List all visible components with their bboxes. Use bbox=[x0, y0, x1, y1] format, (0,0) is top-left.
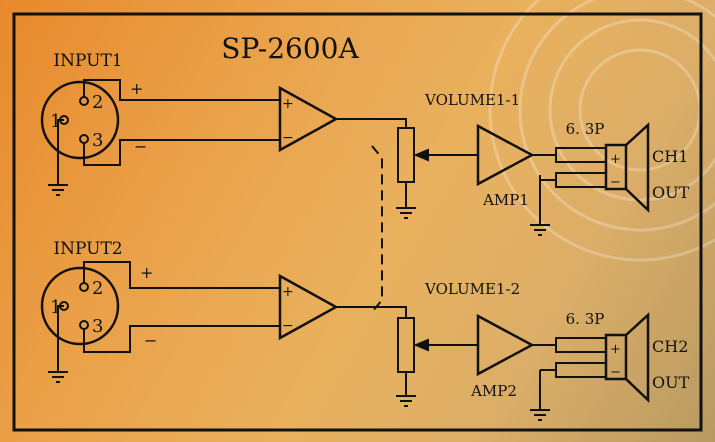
ground-wire-2 bbox=[57, 305, 64, 372]
volume-ground-2 bbox=[396, 395, 416, 407]
xlr-connector-1 bbox=[40, 80, 120, 160]
ground-wire-1 bbox=[57, 119, 64, 185]
volume-resistor-2 bbox=[397, 317, 415, 373]
input1-label: INPUT1 bbox=[53, 51, 122, 71]
speaker-cone-1 bbox=[625, 122, 650, 213]
opamp1-minus: − bbox=[282, 130, 294, 146]
opamp1-plus: + bbox=[282, 96, 294, 112]
jack-minus-1 bbox=[555, 172, 607, 188]
speaker1-minus: − bbox=[610, 175, 621, 190]
amp-ground-2 bbox=[530, 409, 550, 421]
pin3-label: 3 bbox=[92, 130, 103, 151]
wire-minus-2 bbox=[83, 325, 280, 353]
ch2-label: CH2 bbox=[652, 337, 688, 356]
speaker-cone-2 bbox=[625, 312, 650, 403]
jack-minus-2 bbox=[555, 362, 607, 378]
wire-plus-2 bbox=[83, 261, 280, 289]
pin2-label: 2 bbox=[92, 92, 103, 113]
ground-symbol-1 bbox=[48, 184, 68, 196]
amp2-label: AMP2 bbox=[470, 382, 517, 400]
ch1-label: CH1 bbox=[652, 147, 688, 166]
out1-label: OUT bbox=[652, 183, 690, 202]
out2-label: OUT bbox=[652, 373, 690, 392]
opamp-1 bbox=[278, 85, 339, 153]
speaker-magnet-1 bbox=[604, 143, 628, 191]
wiper-arrow-1 bbox=[413, 148, 429, 162]
xlr-connector-2 bbox=[40, 266, 120, 346]
volume1-label: VOLUME1-1 bbox=[424, 91, 520, 109]
pin1-label: 1 bbox=[50, 111, 61, 132]
amp-2 bbox=[476, 313, 535, 377]
diagram-frame bbox=[12, 12, 703, 432]
channel-1: INPUT1 2 1 3 + − + − VOLUME1-1 AMP1 bbox=[40, 51, 690, 236]
wire-to-volume-1 bbox=[336, 118, 407, 128]
jack1-label: 6. 3P bbox=[566, 120, 605, 138]
gang-link-dashed bbox=[371, 145, 383, 313]
plus-label-2: + bbox=[140, 263, 153, 282]
wire-to-volume-2 bbox=[336, 306, 407, 318]
xlr2-pin-3 bbox=[79, 320, 89, 330]
background-speaker-decoration bbox=[488, 0, 715, 262]
wiper-arrow-2 bbox=[413, 338, 429, 352]
speaker1-plus: + bbox=[610, 152, 621, 167]
xlr-pin-2 bbox=[79, 96, 89, 106]
minus-label-2: − bbox=[144, 331, 157, 350]
volume-ground-1 bbox=[396, 207, 416, 219]
wire-minus-1 bbox=[83, 139, 280, 166]
ground-symbol-2 bbox=[48, 371, 68, 383]
speaker-magnet-2 bbox=[604, 333, 628, 381]
jack2-label: 6. 3P bbox=[566, 310, 605, 328]
jack-plus-2 bbox=[555, 337, 607, 353]
channel-2: INPUT2 2 1 3 + − + − VOLUME1-2 AMP2 6. 3… bbox=[40, 239, 690, 421]
opamp2-minus: − bbox=[282, 318, 294, 334]
volume-resistor-1 bbox=[397, 127, 415, 183]
xlr2-pin-2 bbox=[79, 282, 89, 292]
diagram-title: SP-2600A bbox=[221, 32, 359, 65]
speaker2-plus: + bbox=[610, 342, 621, 357]
pin3-label-2: 3 bbox=[92, 316, 103, 337]
opamp-2 bbox=[278, 273, 339, 341]
xlr-pin-3 bbox=[79, 134, 89, 144]
input2-label: INPUT2 bbox=[53, 239, 122, 259]
amp1-label: AMP1 bbox=[482, 191, 529, 209]
volume2-label: VOLUME1-2 bbox=[424, 280, 520, 298]
plus-label-1: + bbox=[130, 79, 143, 98]
amp-ground-1 bbox=[530, 224, 550, 236]
pin1-label-2: 1 bbox=[50, 297, 61, 318]
speaker2-minus: − bbox=[610, 365, 621, 380]
opamp2-plus: + bbox=[282, 284, 294, 300]
pin2-label-2: 2 bbox=[92, 278, 103, 299]
wire-plus-1 bbox=[83, 79, 280, 101]
minus-label-1: − bbox=[134, 137, 147, 156]
